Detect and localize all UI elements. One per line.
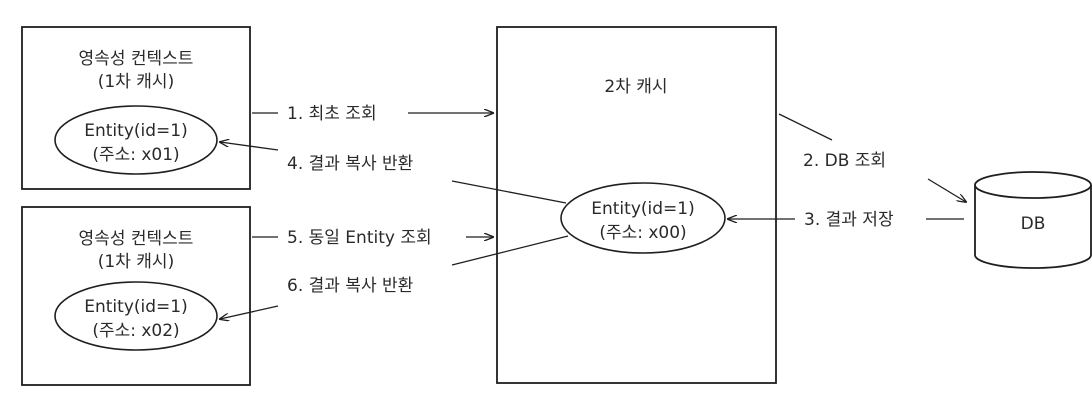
step6-flow: 6. 결과 복사 반환 [220,235,569,319]
database-cylinder-top [974,171,1092,199]
entity-x02-ellipse [54,281,218,351]
step1-flow: 1. 최초 조회 [252,104,493,124]
persistence-context-top: 영속성 컨텍스트 (1차 캐시) Entity(id=1) (주소: x01) [21,26,251,190]
entity-x01-label: Entity(id=1) [84,121,187,141]
step2-arrow-tail [778,113,833,141]
persistence-context-top-title: 영속성 컨텍스트 [79,49,194,69]
persistence-context-bottom-subtitle: (1차 캐시) [98,252,174,272]
entity-x00-ellipse [560,182,726,254]
persistence-context-bottom-title: 영속성 컨텍스트 [79,229,194,249]
step1-label: 1. 최초 조회 [287,104,377,124]
step2-arrow [927,178,966,202]
step2-flow: 2. DB 조회 [778,113,966,202]
persistence-context-bottom: 영속성 컨텍스트 (1차 캐시) Entity(id=1) (주소: x02) [21,206,251,386]
step4-connector [451,180,567,204]
entity-x01-ellipse [54,105,218,175]
step6-connector [451,235,569,266]
second-level-cache: 2차 캐시 Entity(id=1) (주소: x00) [496,26,777,384]
step3-label: 3. 결과 저장 [804,210,894,230]
entity-x01-address: (주소: x01) [92,145,179,165]
step5-flow: 5. 동일 Entity 조회 [252,228,493,248]
step4-arrow [220,142,279,151]
entity-x00-address: (주소: x00) [599,223,686,243]
step6-label: 6. 결과 복사 반환 [287,276,413,296]
database-cylinder-body [974,185,1092,269]
entity-x02-address: (주소: x02) [92,321,179,341]
step4-label: 4. 결과 복사 반환 [287,154,413,174]
step5-label: 5. 동일 Entity 조회 [287,228,432,248]
persistence-context-top-subtitle: (1차 캐시) [98,72,174,92]
step3-flow: 3. 결과 저장 [728,210,964,230]
step2-label: 2. DB 조회 [803,151,886,171]
database: DB [974,171,1092,269]
step4-flow: 4. 결과 복사 반환 [220,142,567,204]
entity-x02-label: Entity(id=1) [84,297,187,317]
database-label: DB [1021,214,1046,234]
second-level-cache-title: 2차 캐시 [604,77,667,97]
entity-x00-label: Entity(id=1) [591,199,694,219]
step6-arrow [220,305,279,319]
